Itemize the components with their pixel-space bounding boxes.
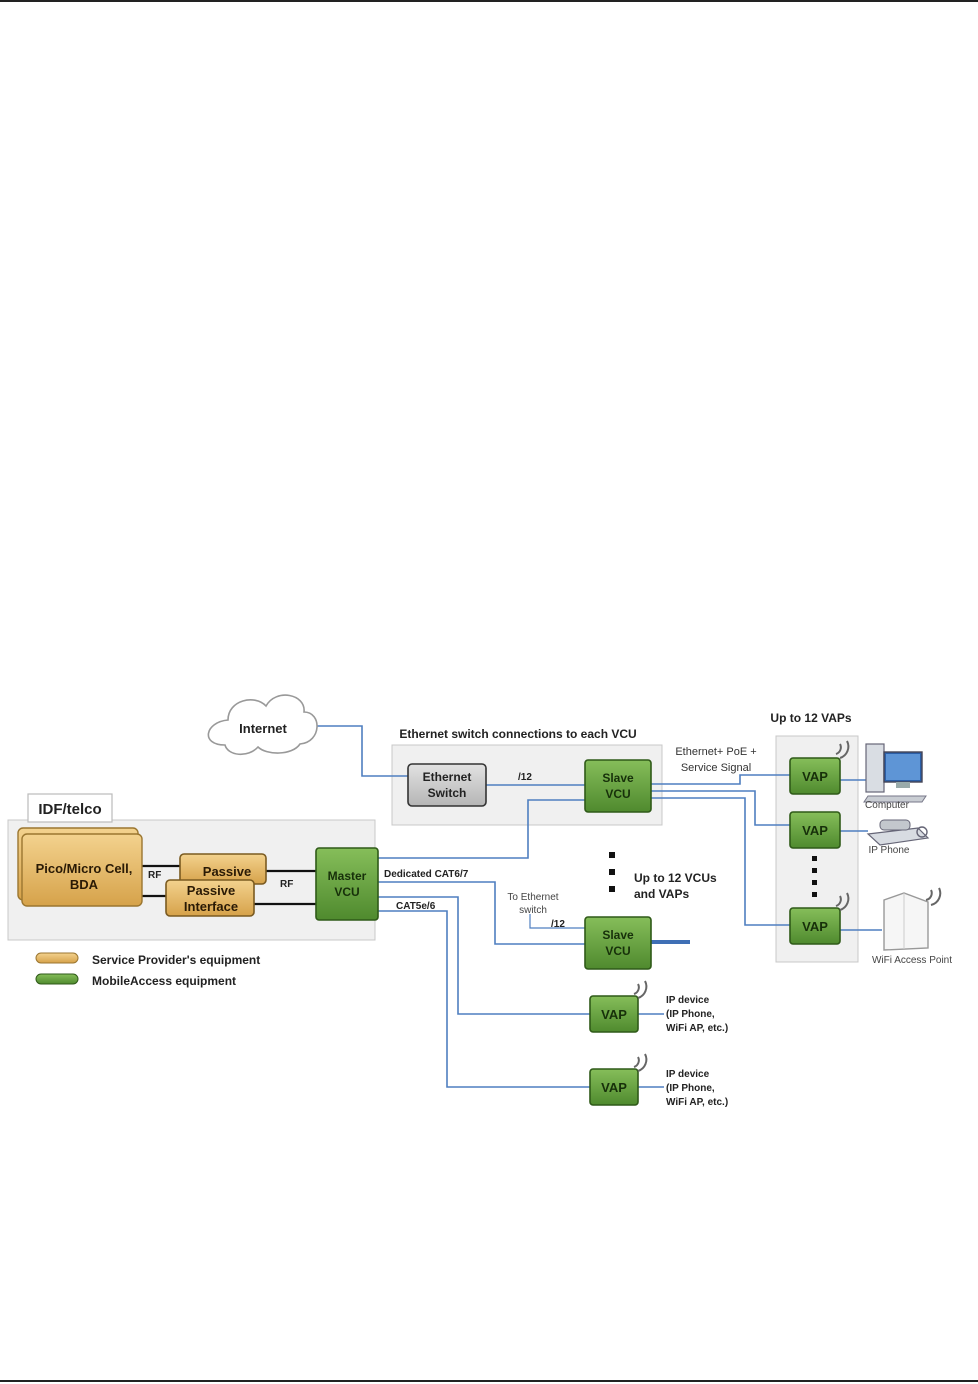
connection-lines [313, 725, 882, 1088]
ethernet-poe-label-1: Ethernet+ PoE + [675, 746, 756, 758]
to-ethernet-label-2: switch [519, 905, 547, 916]
rf-lines [142, 864, 316, 906]
vap-bottom-1: VAP [589, 995, 639, 1033]
vap-right-3: VAP [789, 907, 841, 945]
pico-micro-cell-box: Pico/Micro Cell, BDA [17, 827, 143, 907]
computer-label: Computer [865, 800, 910, 811]
ip-phone-label: IP Phone [869, 845, 910, 856]
ip-device-1-label-2: (IP Phone, [666, 1009, 715, 1020]
rf-label-left: RF [148, 870, 161, 881]
slave-vcu-bottom: Slave VCU [584, 916, 652, 970]
passive-interface-box: Passive Interface [165, 879, 255, 917]
ip-device-1-label-1: IP device [666, 995, 710, 1006]
slave-vcu-top: Slave VCU [584, 759, 652, 813]
eth-switch-header: Ethernet switch connections to each VCU [399, 727, 636, 741]
center-dots [609, 852, 615, 892]
passive-back-label: Passive [203, 864, 251, 879]
legend-swatch-service-provider [35, 952, 79, 964]
idf-label: IDF/telco [38, 801, 101, 818]
computer-icon [863, 743, 927, 803]
ip-device-2-label-2: (IP Phone, [666, 1083, 715, 1094]
vap-right-2-label: VAP [802, 823, 828, 838]
master-vcu-box: Master VCU [315, 847, 379, 921]
legend-mobileaccess-label: MobileAccess equipment [92, 974, 236, 988]
vertical-dots [812, 856, 817, 897]
antenna-icon [633, 1053, 648, 1072]
master-vcu-label-1: Master [328, 869, 367, 883]
ethernet-switch-label-1: Ethernet [423, 770, 472, 784]
top-rule [0, 0, 978, 2]
ethernet-poe-label-2: Service Signal [681, 762, 751, 774]
legend-swatch-mobileaccess [35, 973, 79, 985]
vap-bottom-2-label: VAP [601, 1080, 627, 1095]
ethernet-switch-label-2: Switch [428, 786, 467, 800]
wifi-access-point-icon [883, 887, 942, 951]
up-to-12-vaps-label: Up to 12 VAPs [770, 711, 851, 725]
vap-right-1-label: VAP [802, 769, 828, 784]
passive-interface-label-2: Interface [184, 899, 238, 914]
antenna-icon [835, 740, 850, 759]
vap-right-1: VAP [789, 757, 841, 795]
wifi-access-point-label: WiFi Access Point [872, 955, 952, 966]
dedicated-cat-label: Dedicated CAT6/7 [384, 869, 469, 880]
ethernet-switch-box: Ethernet Switch [407, 763, 487, 807]
passive-interface-label-1: Passive [187, 883, 235, 898]
idf-label-box: IDF/telco [27, 793, 113, 823]
cloud-icon [207, 694, 318, 756]
legend: Service Provider's equipment MobileAcces… [35, 952, 260, 988]
vap-bottom-2: VAP [589, 1068, 639, 1106]
internet-label: Internet [239, 721, 287, 736]
pico-label-2: BDA [70, 877, 99, 892]
bottom-rule [0, 1380, 978, 1382]
slave-vcu-bottom-label-2: VCU [605, 944, 630, 958]
up-to-vcus-label-1: Up to 12 VCUs [634, 871, 717, 885]
ip-device-2-label-1: IP device [666, 1069, 710, 1080]
slave-vcu-top-label-2: VCU [605, 787, 630, 801]
legend-service-provider-label: Service Provider's equipment [92, 953, 260, 967]
vap-bottom-1-label: VAP [601, 1007, 627, 1022]
vap-right-2: VAP [789, 811, 841, 849]
slave-vcu-top-label-1: Slave [602, 771, 634, 785]
pico-label-1: Pico/Micro Cell, [36, 861, 133, 876]
slave-vcu-bottom-label-1: Slave [602, 928, 634, 942]
ip-device-1-label-3: WiFi AP, etc.) [666, 1023, 728, 1034]
master-vcu-label-2: VCU [334, 885, 359, 899]
vap-right-3-label: VAP [802, 919, 828, 934]
ip-device-2-label-3: WiFi AP, etc.) [666, 1097, 728, 1108]
antenna-icon [835, 892, 850, 911]
slash12-bottom-label: /12 [551, 919, 565, 930]
rf-label-right: RF [280, 879, 293, 890]
to-ethernet-label-1: To Ethernet [507, 892, 558, 903]
ip-phone-icon [866, 819, 930, 846]
up-to-vcus-label-2: and VAPs [634, 887, 689, 901]
slash12-top-label: /12 [518, 772, 532, 783]
passive-back-box: Passive [179, 853, 267, 885]
cat5-label: CAT5e/6 [396, 901, 436, 912]
antenna-icon [633, 980, 648, 999]
